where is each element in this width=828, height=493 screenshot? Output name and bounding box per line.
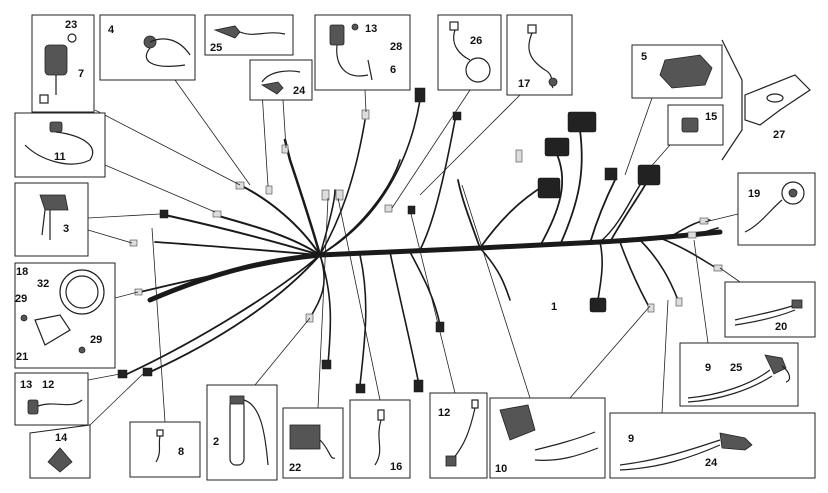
callout-21: 21 xyxy=(16,351,28,363)
part-box-19 xyxy=(737,172,816,246)
part-box-24-top xyxy=(249,59,313,101)
callout-6: 6 xyxy=(390,64,396,76)
main-wiring-harness xyxy=(124,99,723,386)
part-box-2 xyxy=(206,384,278,481)
callout-17: 17 xyxy=(518,78,530,90)
callout-25b: 25 xyxy=(730,362,742,374)
callout-12b: 12 xyxy=(438,407,450,419)
callout-13b: 13 xyxy=(20,379,32,391)
part-box-26 xyxy=(437,14,502,91)
part-box-15 xyxy=(667,104,724,146)
callout-10: 10 xyxy=(495,463,507,475)
callout-9a: 9 xyxy=(705,362,711,374)
callout-29a: 29 xyxy=(15,293,27,305)
part-box-6-13-28 xyxy=(314,14,411,91)
part-box-16 xyxy=(349,399,411,479)
part-box-10 xyxy=(489,397,606,479)
part-box-14 xyxy=(29,424,91,479)
part-box-22 xyxy=(282,407,344,479)
callout-2: 2 xyxy=(213,436,219,448)
callout-9b: 9 xyxy=(628,433,634,445)
callout-18: 18 xyxy=(16,266,28,278)
callout-22: 22 xyxy=(289,462,301,474)
callout-27: 27 xyxy=(773,129,785,141)
callout-28: 28 xyxy=(390,41,402,53)
callout-labels: 1 2 3 4 5 6 7 8 9 9 10 11 12 12 13 13 14… xyxy=(15,19,787,475)
callout-14: 14 xyxy=(55,432,68,444)
part-box-17 xyxy=(506,14,573,96)
harness-connectors xyxy=(117,87,723,394)
part-box-4 xyxy=(99,14,196,81)
callout-11: 11 xyxy=(54,151,66,163)
callout-26: 26 xyxy=(470,35,482,47)
callout-29b: 29 xyxy=(90,334,102,346)
part-box-12-13 xyxy=(14,372,89,426)
part-box-3 xyxy=(14,182,89,257)
callout-32: 32 xyxy=(37,278,49,290)
callout-24a: 24 xyxy=(293,85,306,97)
part-box-20 xyxy=(724,281,816,338)
part-box-9-24 xyxy=(609,412,816,479)
callout-1: 1 xyxy=(551,301,557,313)
callout-16: 16 xyxy=(390,461,402,473)
part-box-7-23 xyxy=(31,14,95,113)
part-box-11 xyxy=(14,112,106,178)
callout-20: 20 xyxy=(775,321,787,333)
part-box-18-21-29-32 xyxy=(14,262,116,369)
part-box-8 xyxy=(129,421,201,478)
callout-25a: 25 xyxy=(210,42,222,54)
part-box-5 xyxy=(631,44,723,99)
callout-19: 19 xyxy=(748,188,760,200)
callout-4: 4 xyxy=(108,24,115,36)
callout-3: 3 xyxy=(63,223,69,235)
callout-23: 23 xyxy=(65,19,77,31)
callout-7: 7 xyxy=(78,68,84,80)
callout-12a: 12 xyxy=(42,379,54,391)
part-box-25-top xyxy=(204,14,294,56)
callout-8: 8 xyxy=(178,446,184,458)
part-box-9-25 xyxy=(679,342,799,407)
callout-5: 5 xyxy=(641,51,647,63)
callout-13a: 13 xyxy=(365,23,377,35)
part-box-27 xyxy=(721,39,811,161)
callout-24b: 24 xyxy=(705,457,718,469)
part-box-12-bottom xyxy=(429,392,488,479)
callout-15: 15 xyxy=(705,111,717,123)
